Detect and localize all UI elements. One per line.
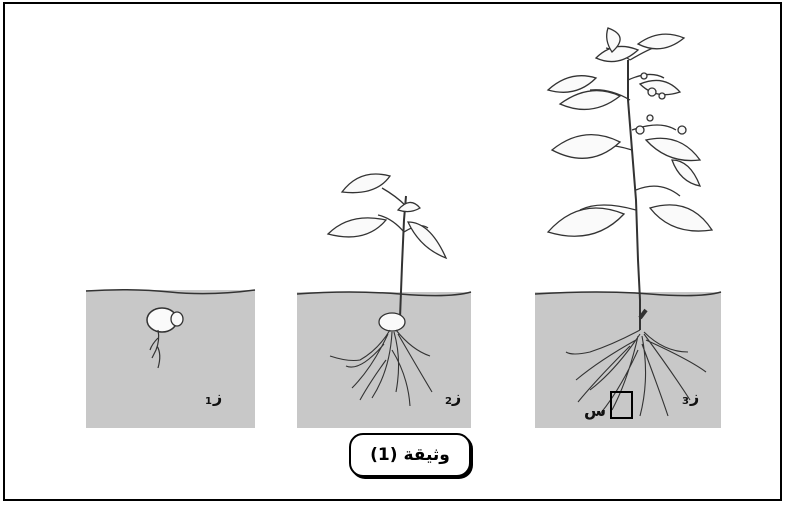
stage-2-subscript: 2 — [445, 396, 452, 407]
seedling-2 — [326, 173, 448, 407]
stage-1-label: ز — [212, 387, 222, 406]
seed-1 — [146, 307, 184, 369]
stage-1-subscript: 1 — [205, 396, 212, 407]
stage-2-label: ز — [451, 387, 461, 406]
soil-2 — [297, 292, 471, 428]
caption-box: وثيقة (1) — [349, 433, 471, 477]
region-box — [610, 391, 633, 419]
figure-caption: وثيقة (1) — [370, 445, 450, 465]
stage-3-panel: س ز 3 — [534, 27, 722, 428]
stage-2-panel: ز 2 — [296, 173, 472, 428]
stage-3-subscript: 3 — [682, 396, 689, 407]
stage-3-label: ز — [689, 387, 699, 406]
stage-1-panel: ز 1 — [85, 288, 256, 428]
mature-plant-3 — [546, 27, 714, 417]
region-box-label: س — [584, 401, 606, 420]
soil-3 — [535, 292, 721, 428]
